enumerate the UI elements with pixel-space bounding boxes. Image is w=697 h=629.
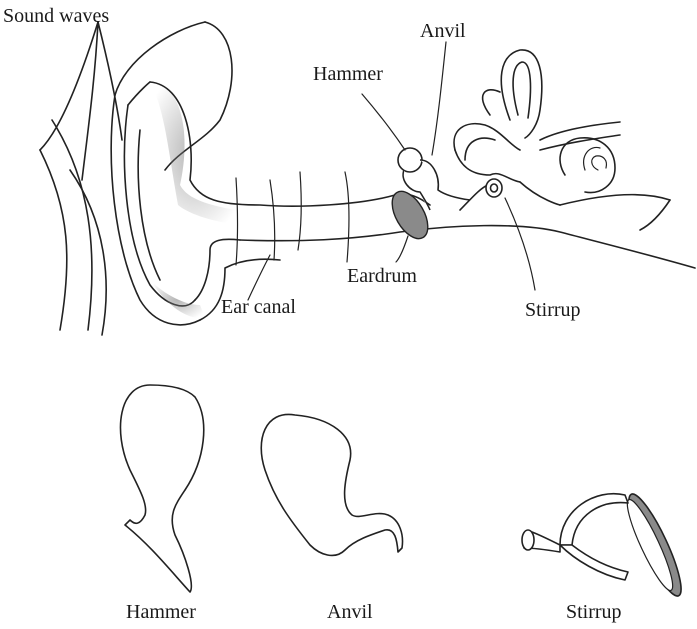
stirrup-bone-illustration (522, 489, 690, 601)
eardrum (385, 185, 435, 262)
caption-hammer: Hammer (126, 601, 196, 623)
label-stirrup: Stirrup (525, 299, 581, 321)
caption-anvil: Anvil (327, 601, 373, 623)
label-eardrum: Eardrum (347, 265, 417, 287)
label-anvil: Anvil (420, 20, 466, 42)
sound-wave-lines (40, 22, 122, 335)
label-ear-canal: Ear canal (221, 296, 296, 318)
ear-canal (236, 172, 695, 300)
label-sound-waves: Sound waves (3, 5, 109, 27)
caption-stirrup: Stirrup (566, 601, 622, 623)
inner-ear (454, 50, 670, 290)
label-hammer: Hammer (313, 63, 383, 85)
hammer-bone-illustration (120, 385, 203, 592)
anvil-bone-illustration (261, 414, 402, 555)
